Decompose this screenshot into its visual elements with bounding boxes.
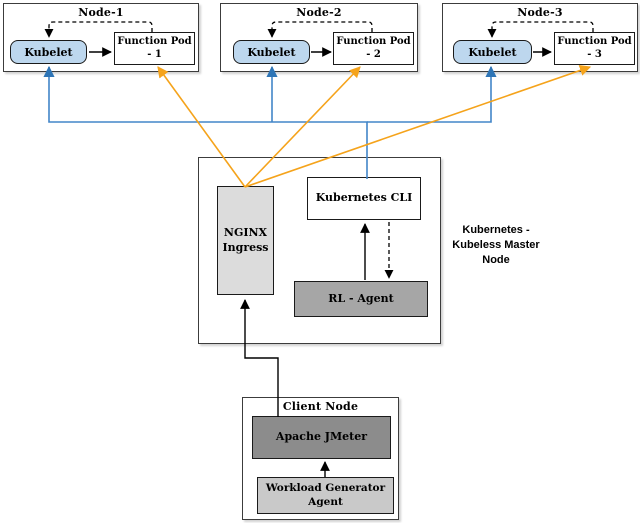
- node-1-function-pod: Function Pod - 1: [114, 32, 195, 65]
- node-1-box: Node-1 Kubelet Function Pod - 1: [3, 3, 199, 72]
- master-node-label: Kubernetes - Kubeless Master Node: [452, 224, 540, 266]
- node-3-box: Node-3 Kubelet Function Pod - 3: [442, 3, 638, 72]
- node-2-kubelet: Kubelet: [233, 40, 310, 64]
- node-1-kubelet: Kubelet: [10, 40, 87, 64]
- nginx-ingress-box: NGINX Ingress: [217, 186, 274, 295]
- master-node-box: NGINX Ingress Kubernetes CLI RL - Agent: [198, 157, 441, 344]
- node-2-box: Node-2 Kubelet Function Pod - 2: [220, 3, 418, 72]
- node-2-title: Node-2: [296, 6, 342, 19]
- node-3-function-pod: Function Pod - 3: [554, 32, 635, 65]
- node-3-kubelet: Kubelet: [453, 40, 532, 64]
- apache-jmeter-box: Apache JMeter: [252, 416, 391, 459]
- client-node-title: Client Node: [282, 400, 359, 413]
- client-node-box: Client Node Apache JMeter Workload Gener…: [242, 397, 399, 520]
- node-3-title: Node-3: [517, 6, 563, 19]
- kubernetes-cli-box: Kubernetes CLI: [307, 177, 421, 220]
- workload-generator-box: Workload Generator Agent: [257, 477, 394, 514]
- node-2-function-pod: Function Pod - 2: [333, 32, 414, 65]
- node-1-title: Node-1: [78, 6, 124, 19]
- rl-agent-box: RL - Agent: [294, 281, 428, 317]
